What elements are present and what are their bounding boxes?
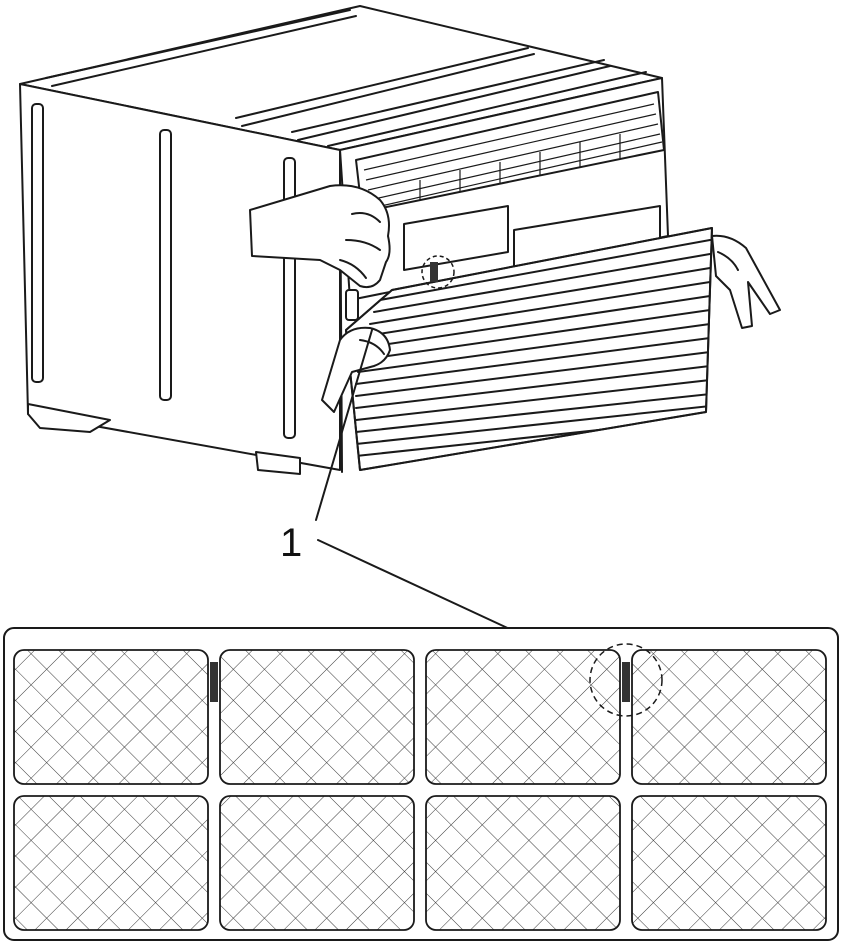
front-grille [345,227,713,471]
front-louvers [363,103,663,209]
top-vents [45,9,647,147]
filter-cell-r2-c1 [13,795,209,931]
air-filter [3,627,839,941]
filter-tab-highlight [589,643,663,717]
filter-cell-r1-c1 [13,649,209,785]
filter-cell-r2-c2 [219,795,415,931]
inner-panel-left [403,205,509,271]
filter-tab-right [622,662,630,702]
hand-bottom-left [321,326,391,413]
filter-cell-r1-c3 [425,649,621,785]
grille-tab-highlight [421,255,455,289]
filter-cell-r1-c2 [219,649,415,785]
air-conditioner-unit [19,5,669,475]
filter-cell-r2-c4 [631,795,827,931]
grille-tab [430,262,438,282]
callout-number: 1 [280,521,302,565]
filter-cell-r2-c3 [425,795,621,931]
unit-foot [255,451,301,475]
filter-frame [3,627,839,941]
callout-leader-upper [315,329,373,521]
hand-right [711,234,781,329]
unit-base [27,403,111,433]
filter-cell-r1-c4 [631,649,827,785]
unit-left-side [19,83,341,471]
filter-cells [13,649,827,931]
side-knob [345,289,359,321]
hand-top-left [249,184,391,289]
filter-tab-left [210,662,218,702]
